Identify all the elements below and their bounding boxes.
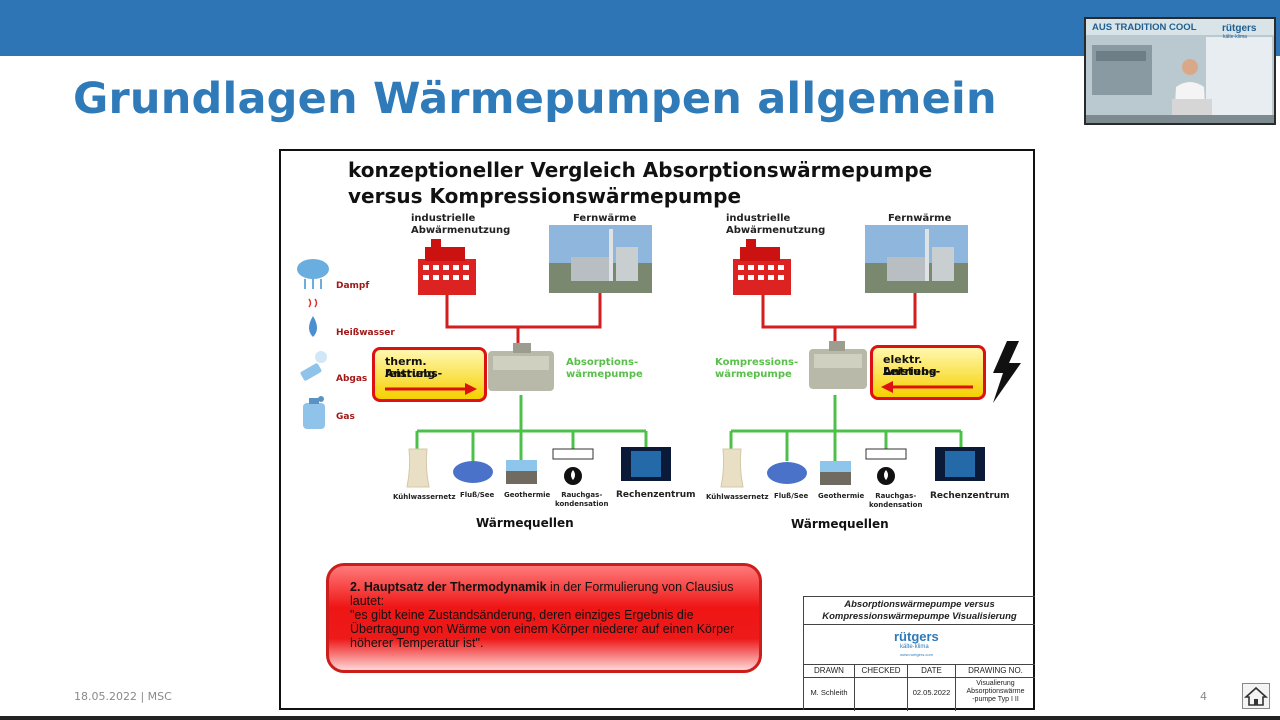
- compression-pump-label: Kompressions-wärmepumpe: [715, 357, 799, 380]
- video-banner: AUS TRADITION COOL: [1092, 22, 1197, 33]
- lake-icon-left: [453, 461, 493, 483]
- cooling-net-label-right: Kühlwassernetz: [706, 493, 769, 501]
- source-gas-label: Gas: [336, 412, 355, 422]
- geothermal-icon-left: [506, 460, 537, 484]
- video-brand: rütgers: [1222, 23, 1257, 34]
- header-date: DATE: [908, 664, 956, 678]
- district-heating-photo-right: [865, 225, 968, 293]
- cooling-tower-icon-right: [720, 448, 744, 488]
- compression-machine: [809, 341, 867, 389]
- hot-water-drop-icon: [308, 298, 318, 337]
- datacenter-icon-right: [935, 447, 985, 481]
- thermodynamics-law-box: 2. Hauptsatz der Thermodynamik in der Fo…: [326, 563, 762, 673]
- steam-cloud-icon: [297, 259, 329, 289]
- header-checked: CHECKED: [855, 664, 908, 678]
- district-heat-label-left: Fernwärme: [573, 213, 637, 224]
- home-icon: [1243, 686, 1269, 706]
- district-heat-label-right: Fernwärme: [888, 213, 952, 224]
- datacenter-label-left: Rechenzentrum: [616, 490, 696, 500]
- footer-date-presenter: 18.05.2022 | MSC: [74, 690, 172, 703]
- law-quote: "es gibt keine Zustandsänderung, deren e…: [350, 608, 735, 650]
- flue-gas-icon-right: [865, 448, 907, 485]
- presenter-video: AUS TRADITION COOL rütgers kälte·klima: [1084, 17, 1276, 125]
- arrow-left-icon: [881, 381, 973, 393]
- diagram-figure: konzeptioneller Vergleich Absorptionswär…: [279, 149, 1035, 711]
- flue-gas-icon-left: [552, 448, 594, 485]
- checked-by: [855, 678, 908, 711]
- river-lake-label-left: Fluß/See: [460, 491, 495, 499]
- district-heating-photo-left: [549, 225, 652, 293]
- lake-icon-right: [767, 462, 807, 484]
- header-drawn: DRAWN: [804, 664, 855, 678]
- electric-drive-box: elektr. Antriebs- Leistung: [870, 345, 986, 400]
- gas-tank-icon: [303, 396, 325, 429]
- geothermal-icon-right: [820, 461, 851, 485]
- bottom-edge: [0, 716, 1280, 720]
- absorption-pump-label: Absorptions-wärmepumpe: [566, 357, 643, 380]
- datacenter-icon-left: [621, 447, 671, 481]
- flue-gas-label-left: Rauchgas-kondensation: [555, 491, 609, 508]
- heat-sources-caption-left: Wärmequellen: [476, 516, 574, 530]
- law-intro: in der Formulierung von Clausius lautet:: [350, 580, 734, 608]
- diagram-graphics: [297, 225, 1021, 488]
- flue-gas-label-right: Rauchgas-kondensation: [869, 492, 923, 509]
- source-steam-label: Dampf: [336, 281, 370, 291]
- top-banner: [0, 0, 1280, 56]
- lightning-icon: [993, 341, 1021, 403]
- video-brand-sub: kälte·klima: [1223, 34, 1247, 40]
- law-title: 2. Hauptsatz der Thermodynamik: [350, 580, 547, 594]
- company-logo: rütgers kälte·klima www.ruetgers.com: [804, 625, 1035, 665]
- home-button[interactable]: [1242, 683, 1270, 709]
- source-exhaust-label: Abgas: [336, 374, 368, 384]
- cooling-net-label-left: Kühlwassernetz: [393, 493, 456, 501]
- factory-icon-left: [418, 239, 476, 295]
- factory-icon-right: [733, 239, 791, 295]
- geothermal-label-right: Geothermie: [818, 492, 865, 500]
- river-lake-label-right: Fluß/See: [774, 492, 809, 500]
- datacenter-label-right: Rechenzentrum: [930, 491, 1010, 501]
- drawing-date: 02.05.2022: [908, 678, 956, 711]
- geothermal-label-left: Geothermie: [504, 491, 551, 499]
- drawn-by: M. Schleith: [804, 678, 855, 711]
- source-hotwater-label: Heißwasser: [336, 328, 395, 338]
- absorption-machine: [488, 343, 554, 391]
- cooling-tower-icon-left: [406, 448, 430, 488]
- arrow-right-icon: [385, 383, 477, 395]
- figure-heading: konzeptioneller Vergleich Absorptionswär…: [348, 158, 933, 208]
- page-number: 4: [1200, 690, 1207, 703]
- heat-sources-caption-right: Wärmequellen: [791, 517, 889, 531]
- exhaust-gas-icon: [300, 351, 327, 381]
- thermal-drive-box: therm. Antriebs- leistung: [372, 347, 487, 402]
- header-drawing-no: DRAWING NO.: [956, 664, 1035, 678]
- slide-title: Grundlagen Wärmepumpen allgemein: [73, 74, 997, 124]
